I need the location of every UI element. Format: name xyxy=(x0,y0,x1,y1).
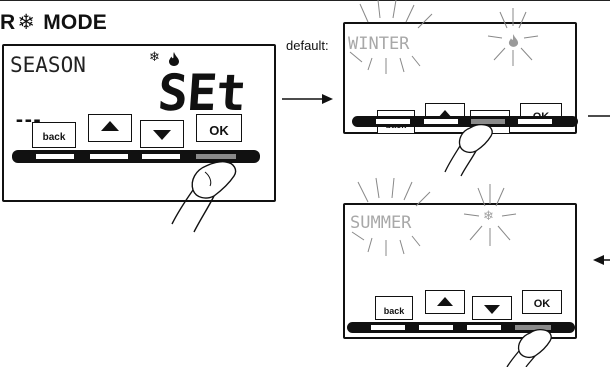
flow-arrow-icon xyxy=(593,255,610,265)
heading-mode: MODE xyxy=(43,11,108,34)
lcd-winter-text: WINTER xyxy=(348,34,410,54)
down-button[interactable] xyxy=(140,120,184,148)
lcd-season-text: SEASON xyxy=(10,53,86,77)
flame-icon xyxy=(508,34,519,50)
lcd-set-display: SEt xyxy=(155,64,248,122)
touch-bar xyxy=(12,150,260,163)
heading-prefix: R xyxy=(0,11,16,34)
back-button[interactable]: back xyxy=(375,296,413,320)
flame-icon xyxy=(168,52,180,69)
lcd-summer-text: SUMMER xyxy=(350,213,412,233)
section-heading: R❄ MODE xyxy=(0,10,107,35)
top-rule xyxy=(0,0,610,1)
down-arrow-icon xyxy=(484,305,500,314)
up-button[interactable] xyxy=(425,290,465,314)
ok-button[interactable]: OK xyxy=(522,290,562,314)
down-arrow-icon xyxy=(153,130,171,140)
default-label: default: xyxy=(286,38,329,53)
touch-bar xyxy=(347,322,575,333)
touch-bar xyxy=(352,116,578,127)
active-segment xyxy=(471,119,505,124)
ok-button[interactable]: OK xyxy=(196,114,242,142)
up-button[interactable] xyxy=(88,114,132,142)
up-arrow-icon xyxy=(101,121,119,131)
down-button[interactable] xyxy=(472,296,512,320)
back-button[interactable]: back xyxy=(32,122,76,148)
active-segment xyxy=(196,154,236,159)
active-segment xyxy=(515,325,551,330)
snowflake-icon: ❄ xyxy=(483,209,494,224)
flow-arrow-icon xyxy=(282,94,333,104)
snowflake-icon: ❄ xyxy=(17,11,36,34)
snowflake-icon: ❄ xyxy=(149,50,160,65)
up-arrow-icon xyxy=(437,297,453,306)
